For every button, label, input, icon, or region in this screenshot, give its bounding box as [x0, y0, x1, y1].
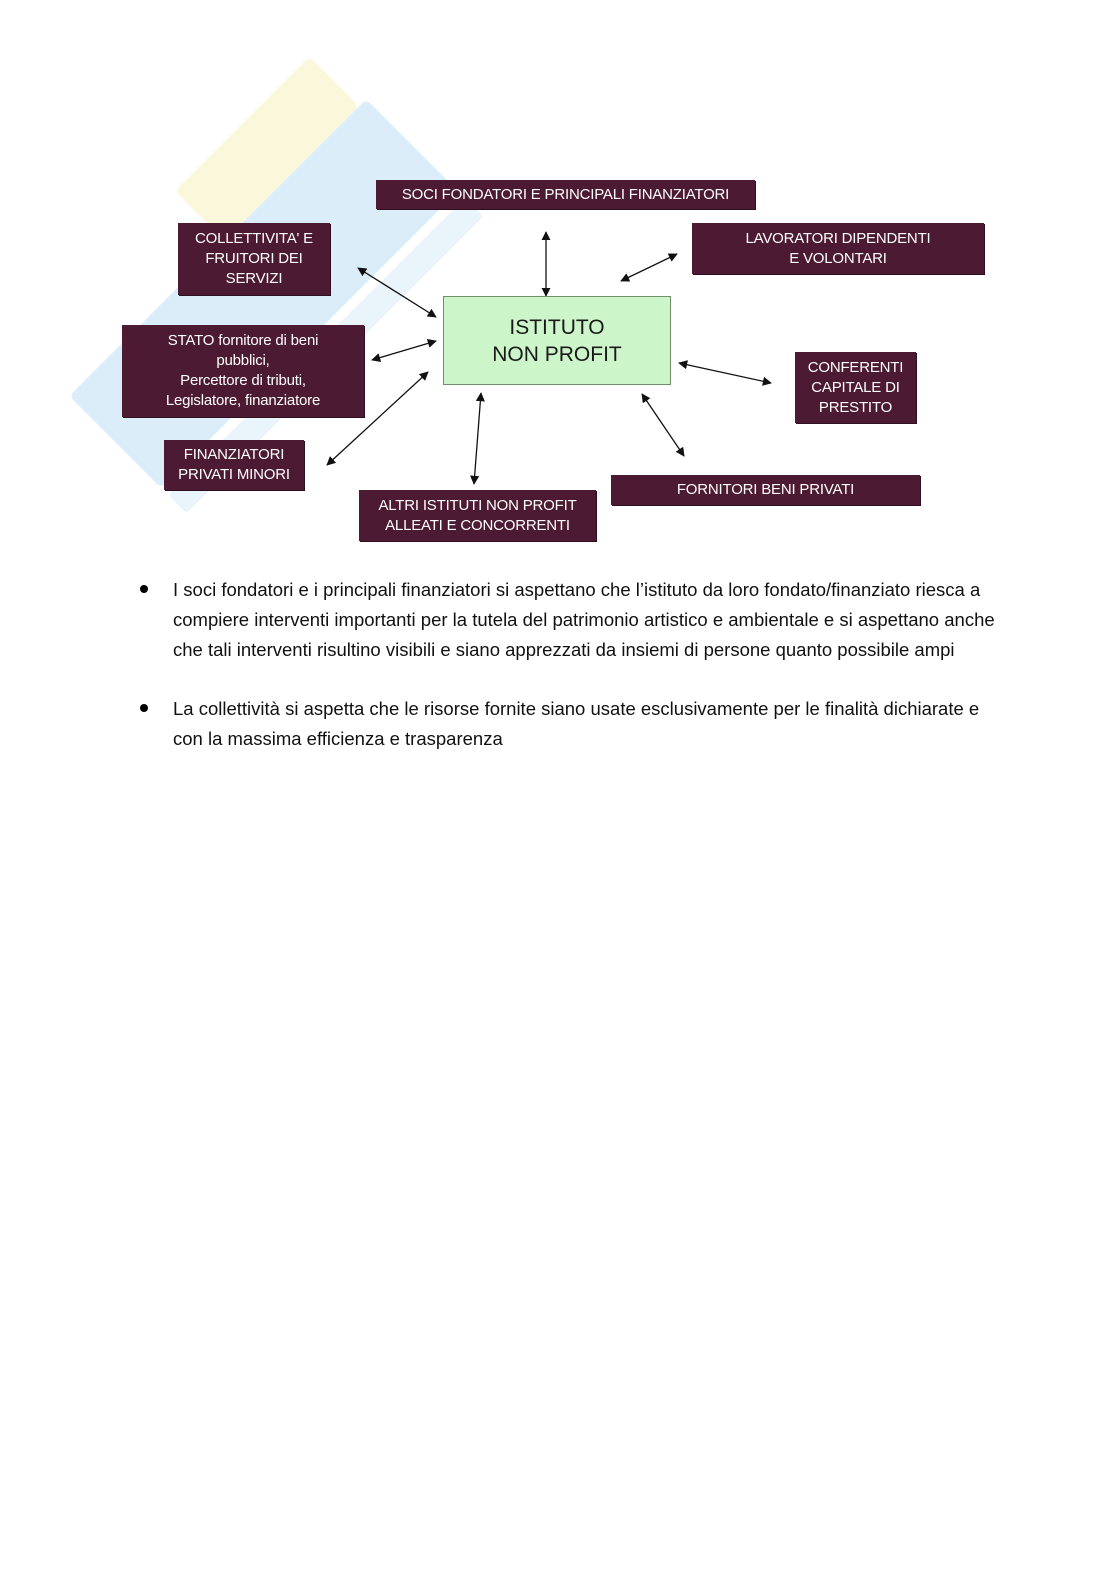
bullet-icon: [140, 585, 148, 593]
center-node-istituto-non-profit: ISTITUTO NON PROFIT: [443, 296, 671, 385]
node-lavoratori: LAVORATORI DIPENDENTI E VOLONTARI: [692, 223, 984, 274]
diagram-arrows: [326, 231, 772, 485]
arrow-stato: [371, 338, 437, 363]
arrow-conferenti: [678, 360, 772, 386]
node-soci-fondatori: SOCI FONDATORI E PRINCIPALI FINANZIATORI: [376, 180, 755, 209]
node-collettivita: COLLETTIVITA' E FRUITORI DEI SERVIZI: [178, 223, 330, 295]
node-altri-istituti: ALTRI ISTITUTI NON PROFIT ALLEATI E CONC…: [359, 490, 596, 541]
arrow-altri-istituti: [470, 392, 485, 485]
bullet-text: I soci fondatori e i principali finanzia…: [173, 579, 995, 660]
node-fornitori: FORNITORI BENI PRIVATI: [611, 475, 920, 505]
list-item: I soci fondatori e i principali finanzia…: [140, 575, 1000, 665]
bullet-icon: [140, 704, 148, 712]
bullet-text: La collettività si aspetta che le risors…: [173, 698, 980, 749]
node-stato: STATO fornitore di beni pubblici, Percet…: [122, 325, 364, 417]
node-conferenti: CONFERENTI CAPITALE DI PRESTITO: [795, 352, 916, 423]
bullet-list: I soci fondatori e i principali finanzia…: [140, 575, 1000, 774]
arrow-fornitori: [641, 393, 685, 457]
arrow-collettivita: [357, 267, 437, 318]
arrow-lavoratori: [620, 253, 678, 282]
node-finanziatori-privati: FINANZIATORI PRIVATI MINORI: [164, 440, 304, 490]
stakeholder-diagram: ISTITUTO NON PROFIT SOCI FONDATORI E PRI…: [0, 0, 1116, 560]
arrow-finanziatori: [326, 371, 429, 466]
list-item: La collettività si aspetta che le risors…: [140, 694, 1000, 754]
